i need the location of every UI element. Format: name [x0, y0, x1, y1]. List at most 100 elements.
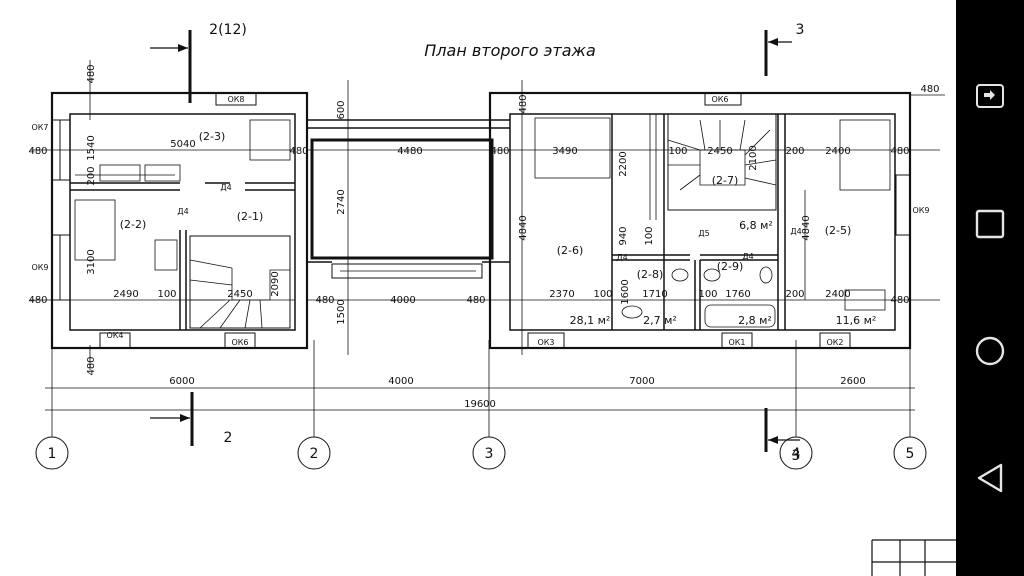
door-mark: Д4: [177, 207, 188, 216]
dimension-label: 480: [86, 356, 97, 375]
door-mark: Д4: [616, 253, 627, 262]
dimension-label: 2450: [707, 146, 732, 157]
room-area: 2,7 м²: [643, 314, 677, 327]
dimension-label: 2100: [748, 145, 759, 170]
room-area: 6,8 м²: [739, 219, 773, 232]
recent-apps-button[interactable]: [956, 68, 1024, 124]
back-button[interactable]: [956, 450, 1024, 506]
window-mark: ОК3: [537, 338, 554, 347]
dimension-label: 100: [668, 146, 687, 157]
overview-button[interactable]: [956, 196, 1024, 252]
dimension-label: 5040: [170, 139, 195, 150]
window-mark: ОК6: [711, 95, 728, 104]
window-mark: ОК7: [31, 123, 48, 132]
section-mark-bottom-left: 2: [150, 392, 232, 446]
navigation-bar: [956, 0, 1024, 576]
room-id: (2-8): [637, 268, 664, 281]
dimension-label: 480: [920, 84, 939, 95]
floor-plan-drawing: План второго этажа 2(12) 3 2 3: [28, 22, 956, 576]
section-label-bottom-right: 3: [792, 448, 801, 464]
dimension-label: 2200: [618, 151, 629, 176]
dimension-label: 1600: [620, 279, 631, 304]
window-mark: ОК9: [31, 263, 48, 272]
dimension-label: 480: [28, 295, 47, 306]
dimension-label: 100: [698, 289, 717, 300]
room-id: (2-5): [825, 224, 852, 237]
section-mark-top-right: 3: [764, 22, 805, 76]
dimension-label: 480: [890, 146, 909, 157]
dimension-label: 1710: [642, 289, 667, 300]
room-area: 11,6 м²: [836, 314, 877, 327]
dimension-label: 2370: [549, 289, 574, 300]
door-mark: Д5: [698, 229, 709, 238]
axis-label-5: 5: [906, 446, 915, 462]
dimension-lines: [30, 60, 945, 437]
room-area: 28,1 м²: [570, 314, 611, 327]
square-icon: [975, 209, 1005, 239]
dimension-label: 4840: [518, 215, 529, 240]
dimension-label: 480: [289, 146, 308, 157]
axis-label-1: 1: [48, 446, 57, 462]
room-id: (2-1): [237, 210, 264, 223]
right-block-walls: [488, 91, 912, 350]
door-mark: Д4: [220, 183, 231, 192]
title-block-corner: [871, 539, 956, 576]
axis-markers: [35, 436, 927, 470]
axis-dimension-2-3: 4000: [388, 376, 413, 387]
window-mark: ОК8: [227, 95, 244, 104]
dimension-label: 2400: [825, 289, 850, 300]
room-id: (2-7): [712, 174, 739, 187]
section-label-top-left: 2(12): [209, 22, 247, 38]
axis-dimension-4-5: 2600: [840, 376, 865, 387]
dimension-label: 200: [785, 146, 804, 157]
dimension-label: 480: [890, 295, 909, 306]
room-id: (2-9): [717, 260, 744, 273]
dimension-label: 2450: [227, 289, 252, 300]
axis-label-2: 2: [310, 446, 319, 462]
door-mark: Д4: [790, 227, 801, 236]
dimension-label: 2490: [113, 289, 138, 300]
section-label-bottom-left: 2: [224, 430, 233, 446]
dimension-label: 1760: [725, 289, 750, 300]
window-mark: ОК4: [106, 331, 123, 340]
room-id: (2-2): [120, 218, 147, 231]
dimension-label: 940: [618, 226, 629, 245]
dimension-labels: 480 480 480 480 480 480 480 480 480 480 …: [28, 64, 939, 375]
dimension-label: 2090: [270, 271, 281, 296]
dimension-label: 4840: [801, 215, 812, 240]
section-label-top-right: 3: [796, 22, 805, 38]
dimension-label: 3490: [552, 146, 577, 157]
left-block-walls: [50, 91, 309, 350]
room-id: (2-6): [557, 244, 584, 257]
dimension-label: 100: [157, 289, 176, 300]
back-triangle-icon: [977, 463, 1003, 493]
dimension-label: 2400: [825, 146, 850, 157]
dimension-label: 480: [466, 295, 485, 306]
dimension-label: 4480: [397, 146, 422, 157]
dimension-label: 3100: [86, 249, 97, 274]
dimension-label: 480: [490, 146, 509, 157]
axis-label-3: 3: [485, 446, 494, 462]
room-id: (2-3): [199, 130, 226, 143]
dimension-label: 1540: [86, 135, 97, 160]
dimension-label: 1500: [336, 299, 347, 324]
dimension-label: 480: [86, 64, 97, 83]
overall-dimension: 19600: [464, 399, 496, 410]
axis-dimension-3-4: 7000: [629, 376, 654, 387]
dimension-label: 100: [593, 289, 612, 300]
dimension-label: 2740: [336, 189, 347, 214]
dimension-label: 200: [785, 289, 804, 300]
dimension-label: 4000: [390, 295, 415, 306]
dimension-label: 480: [315, 295, 334, 306]
window-mark: ОК1: [728, 338, 745, 347]
window-mark: ОК9: [912, 206, 929, 215]
circle-icon: [975, 336, 1005, 366]
screen-switch-icon: [976, 84, 1004, 108]
section-mark-top-left: 2(12): [150, 22, 247, 103]
middle-gallery-walls: [307, 119, 510, 279]
home-button[interactable]: [956, 323, 1024, 379]
door-mark: Д4: [742, 252, 753, 261]
room-area: 2,8 м²: [738, 314, 772, 327]
axis-dimension-1-2: 6000: [169, 376, 194, 387]
axis-label-4: 4: [792, 446, 801, 462]
